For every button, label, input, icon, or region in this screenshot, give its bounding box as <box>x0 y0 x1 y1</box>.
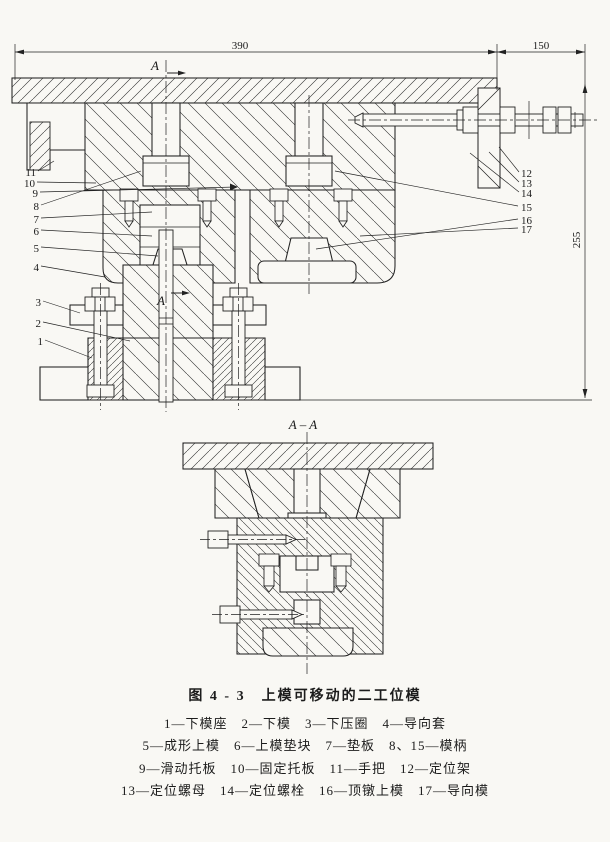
part-label-13: 13 <box>521 178 533 190</box>
locating-bolt <box>354 101 584 139</box>
part-label-4: 4 <box>34 262 40 274</box>
part-label-10: 10 <box>24 178 36 190</box>
cut-label-top: A <box>150 58 159 73</box>
figure-title: 图 4 - 3 上模可移动的二工位模 <box>188 689 422 704</box>
part-label-2: 2 <box>36 318 42 330</box>
part-labels: 11 10 9 8 7 6 5 4 3 2 1 12 13 14 15 16 1… <box>24 167 533 348</box>
centerlines <box>100 60 598 412</box>
aa-top-plate <box>182 442 434 470</box>
part-label-8: 8 <box>34 201 40 213</box>
base-outline <box>39 337 301 401</box>
section-view-aa: A – A <box>182 417 434 674</box>
handle-grip <box>29 121 51 171</box>
locating-bracket <box>477 87 501 189</box>
aa-socket-screws <box>258 553 352 593</box>
main-section-view <box>11 60 598 412</box>
dim-height-right: 255 <box>571 231 583 248</box>
section-cut-marks: A A <box>150 58 190 308</box>
sliding-plate <box>11 77 498 104</box>
part-label-9: 9 <box>33 188 39 200</box>
base-foot-left <box>39 366 89 401</box>
part-label-6: 6 <box>34 226 40 238</box>
caption-line-1: 1—下模座 2—下模 3—下压圈 4—导向套 <box>163 715 446 731</box>
dimension-lines <box>14 44 588 398</box>
upper-die-block <box>84 102 396 191</box>
part-label-1: 1 <box>38 336 44 348</box>
section-view-title: A – A <box>288 417 317 432</box>
socket-screws-1 <box>119 188 217 228</box>
part-label-5: 5 <box>34 243 40 255</box>
part-label-3: 3 <box>36 297 42 309</box>
aa-side-bolt-upper <box>200 530 305 549</box>
socket-screws-2 <box>269 188 353 228</box>
aa-bottom-slab <box>262 627 354 657</box>
dim-width-main: 390 <box>232 40 249 52</box>
caption-line-2: 5—成形上模 6—上模垫块 7—垫板 8、15—模柄 <box>142 738 468 753</box>
dim-width-right: 150 <box>533 40 550 52</box>
caption-line-4: 13—定位螺母 14—定位螺栓 16—顶镦上模 17—导向模 <box>120 783 489 798</box>
aa-side-bolt-lower <box>212 605 305 624</box>
part-label-17: 17 <box>521 224 533 236</box>
part-label-12: 12 <box>521 168 532 180</box>
part-label-11: 11 <box>25 167 36 179</box>
part-label-16: 16 <box>521 215 533 227</box>
cut-label-mid: A <box>156 293 165 308</box>
base-foot-right <box>264 366 301 401</box>
part-label-14: 14 <box>521 188 533 200</box>
caption-line-3: 9—滑动托板 10—固定托板 11—手把 12—定位架 <box>138 760 472 776</box>
leader-lines <box>36 146 520 359</box>
part-label-15: 15 <box>521 202 533 214</box>
part-label-7: 7 <box>34 214 40 226</box>
figure-caption: 图 4 - 3 上模可移动的二工位模 1—下模座 2—下模 3—下压圈 4—导向… <box>0 686 610 803</box>
ejector-flange <box>257 260 357 284</box>
